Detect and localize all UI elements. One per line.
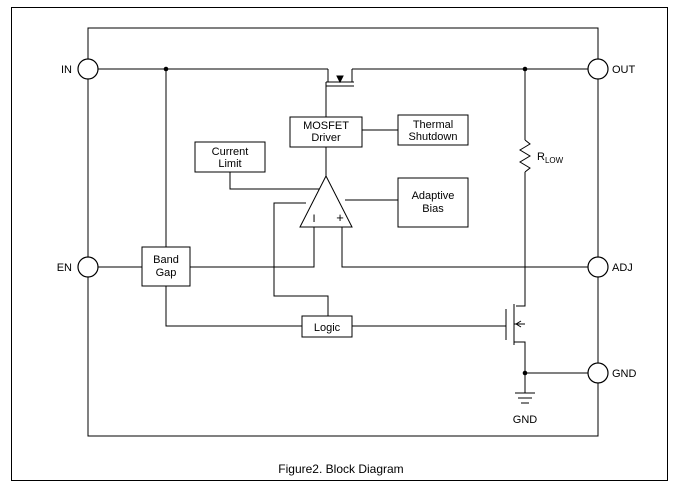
adaptive-bias-label-1: Adaptive: [412, 190, 455, 202]
thermal-shutdown-label-1: Thermal: [413, 119, 453, 131]
pin-gnd: [587, 362, 609, 384]
junction-in: [163, 66, 169, 72]
pin-out: [587, 58, 609, 80]
amp-minus-label: I: [312, 213, 315, 225]
band-gap-block: Band Gap: [141, 246, 191, 287]
nmos-arrow: [515, 320, 522, 328]
amp-plus-label: +: [336, 210, 344, 225]
pmos-arrow: [336, 75, 344, 84]
band-gap-label-1: Band: [153, 254, 179, 266]
resistor-zigzag: [519, 139, 531, 173]
pin-adj-label: ADJ: [612, 262, 633, 274]
wire-bandgap-to-minus: [190, 227, 315, 268]
ground-label: GND: [513, 414, 538, 426]
current-limit-label-1: Current: [212, 146, 249, 158]
wire-adj-to-plus: [341, 227, 588, 268]
adaptive-bias-block: Adaptive Bias: [397, 177, 469, 228]
pin-out-label: OUT: [612, 64, 636, 76]
mosfet-driver-block: MOSFET Driver: [289, 116, 363, 148]
logic-block: Logic: [301, 315, 353, 338]
wire-resistor-to-drain: [516, 172, 526, 307]
figure-caption: Figure2. Block Diagram: [278, 462, 403, 476]
mosfet-driver-label-1: MOSFET: [303, 120, 349, 132]
wire-logic-to-amp: [273, 202, 329, 316]
nmos-source: [514, 341, 526, 393]
pin-adj: [587, 256, 609, 278]
thermal-shutdown-block: Thermal Shutdown: [397, 114, 469, 146]
current-limit-block: Current Limit: [194, 141, 266, 173]
thermal-shutdown-label-2: Shutdown: [409, 131, 458, 143]
junction-out: [522, 66, 528, 72]
logic-label: Logic: [314, 322, 341, 334]
figure-frame: [11, 7, 668, 481]
junction-gnd: [522, 370, 528, 376]
pin-in: [77, 58, 99, 80]
pin-en: [77, 256, 99, 278]
pin-in-label: IN: [61, 64, 72, 76]
pin-gnd-label: GND: [612, 368, 637, 380]
resistor-label: RLOW: [537, 151, 564, 165]
band-gap-label-2: Gap: [156, 267, 177, 279]
wire-bandgap-to-logic: [165, 286, 302, 327]
pin-en-label: EN: [57, 262, 72, 274]
wire-currentlimit-to-amp: [229, 172, 320, 190]
adaptive-bias-label-2: Bias: [422, 203, 444, 215]
ic-boundary: [87, 27, 599, 437]
error-amplifier: I +: [299, 174, 353, 228]
ground-symbol: [515, 392, 535, 404]
current-limit-label-2: Limit: [218, 158, 241, 170]
mosfet-driver-label-2: Driver: [311, 132, 341, 144]
